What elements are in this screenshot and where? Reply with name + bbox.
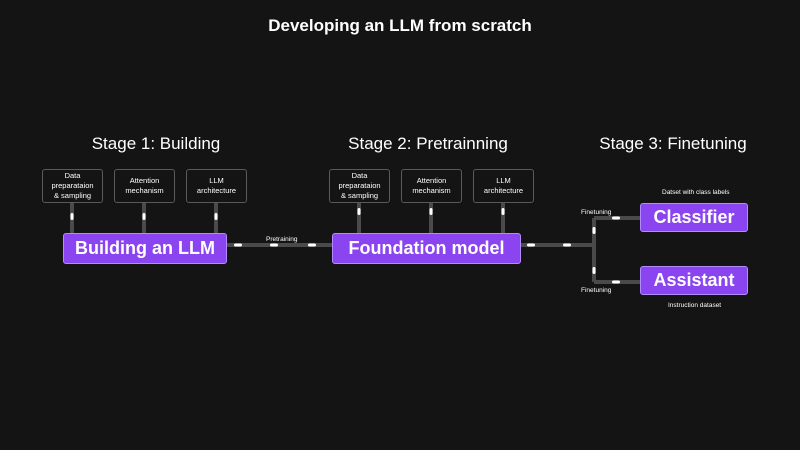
stage-3-heading: Stage 3: Finetuning [599,134,747,153]
stage-1-heading: Stage 1: Building [91,134,221,153]
pretraining-edge-label: Pretraining [266,236,298,243]
stage-2-input-architecture: LLM architecture [473,169,534,203]
building-llm-node: Building an LLM [63,233,227,264]
diagram-title: Developing an LLM from scratch [268,16,532,35]
classifier-dataset-label: Datset with class labels [662,189,730,196]
stage-1-input-data-preparation: Data preparataion & sampling [42,169,103,203]
stage-2-input-data-preparation: Data preparataion & sampling [329,169,390,203]
classifier-node: Classifier [640,203,748,232]
finetuning-bottom-edge-label: Finetuning [581,287,612,294]
assistant-dataset-label: Instruction dataset [668,302,722,309]
stage-1-input-architecture: LLM architecture [186,169,247,203]
stage-2-heading: Stage 2: Pretrainning [348,134,508,153]
stage-2-input-attention: Attention mechanism [401,169,462,203]
foundation-model-node: Foundation model [332,233,521,264]
stage-1-input-attention: Attention mechanism [114,169,175,203]
assistant-node: Assistant [640,266,748,295]
finetuning-top-edge-label: Finetuning [581,209,612,216]
